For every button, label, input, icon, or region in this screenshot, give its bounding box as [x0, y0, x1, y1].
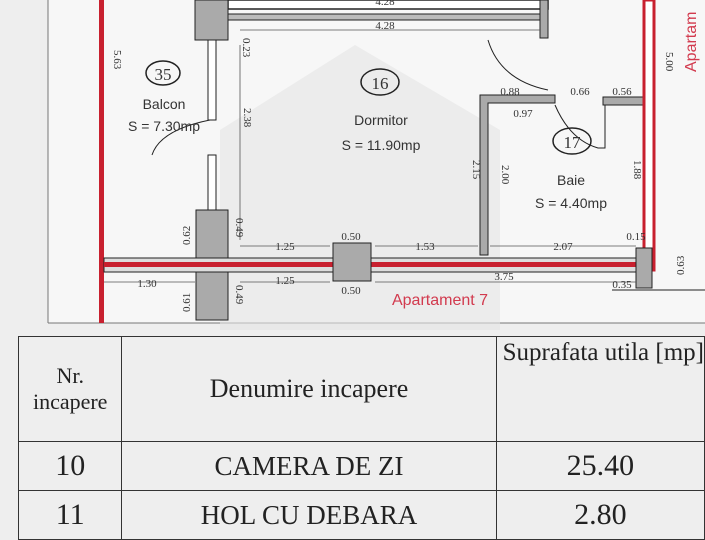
svg-text:Baie: Baie: [557, 172, 585, 188]
apartment-label-right: Apartam: [683, 12, 700, 72]
svg-text:1.25: 1.25: [275, 241, 295, 253]
svg-text:1.30: 1.30: [137, 278, 157, 290]
svg-text:0.88: 0.88: [500, 86, 520, 98]
svg-text:0.50: 0.50: [341, 231, 361, 243]
cell-name: CAMERA DE ZI: [121, 441, 497, 491]
dimension-labels: 4.28 4.28 0.23 5.63 2.38 0.88 0.66 0.56 …: [111, 0, 687, 312]
floor-plan: 35 Balcon S = 7.30mp 16 Dormitor S = 11.…: [47, 0, 705, 324]
svg-text:0.49: 0.49: [233, 218, 245, 238]
svg-text:2.38: 2.38: [241, 108, 253, 128]
svg-text:2.07: 2.07: [553, 241, 573, 253]
svg-text:1.53: 1.53: [415, 241, 435, 253]
svg-text:S = 7.30mp: S = 7.30mp: [128, 118, 200, 134]
wall-red-bottom: [104, 262, 649, 267]
wall-red-left: [99, 0, 104, 323]
header-nr: Nr. incapere: [17, 336, 123, 442]
svg-text:16: 16: [372, 74, 389, 93]
svg-text:0.66: 0.66: [570, 86, 590, 98]
svg-text:0.62: 0.62: [181, 226, 193, 245]
svg-text:0.35: 0.35: [612, 279, 632, 291]
apartment-label: Apartament 7: [392, 292, 488, 309]
svg-text:0.15: 0.15: [626, 231, 646, 243]
svg-text:0.23: 0.23: [240, 38, 252, 58]
svg-text:5.63: 5.63: [111, 50, 123, 70]
svg-text:0.56: 0.56: [612, 86, 632, 98]
svg-text:Balcon: Balcon: [143, 96, 186, 112]
svg-text:4.28: 4.28: [375, 0, 395, 8]
svg-text:35: 35: [155, 65, 172, 84]
room-table: Nr. incapere Denumire incapere Suprafata…: [17, 336, 705, 540]
svg-text:1.88: 1.88: [631, 160, 643, 180]
svg-text:0.63: 0.63: [675, 255, 687, 275]
table-header-row: Nr. incapere Denumire incapere Suprafata…: [17, 336, 705, 442]
svg-text:0.61: 0.61: [181, 293, 193, 312]
wall-column: [194, 0, 229, 41]
cell-area: 2.80: [495, 490, 705, 540]
svg-text:2.15: 2.15: [470, 160, 482, 180]
svg-text:0.50: 0.50: [341, 285, 361, 297]
svg-text:S = 4.40mp: S = 4.40mp: [535, 195, 607, 211]
svg-text:0.49: 0.49: [233, 285, 245, 305]
svg-text:5.00: 5.00: [663, 52, 675, 72]
cell-nr: 11: [17, 490, 123, 540]
cell-area: 25.40: [495, 441, 705, 491]
room-dormitor: 16 Dormitor S = 11.90mp: [342, 68, 421, 153]
header-area: Suprafata utila [mp]: [495, 336, 705, 442]
svg-text:Dormitor: Dormitor: [354, 112, 408, 128]
svg-text:1.25: 1.25: [275, 275, 295, 287]
room-balcon: 35 Balcon S = 7.30mp: [128, 60, 200, 134]
table-row: 11 HOL CU DEBARA 2.80: [17, 490, 705, 540]
svg-text:4.28: 4.28: [375, 20, 395, 32]
cell-nr: 10: [17, 441, 123, 491]
svg-text:3.75: 3.75: [494, 271, 514, 283]
cell-name: HOL CU DEBARA: [121, 490, 497, 540]
svg-text:2.00: 2.00: [499, 165, 511, 185]
svg-text:S = 11.90mp: S = 11.90mp: [342, 137, 421, 153]
room-baie: 17 Baie S = 4.40mp: [535, 127, 607, 211]
header-name: Denumire incapere: [121, 336, 497, 442]
svg-text:0.97: 0.97: [513, 108, 533, 120]
wall-red-right: [642, 0, 656, 272]
dimension-lines: [104, 29, 636, 283]
table-row: 10 CAMERA DE ZI 25.40: [17, 441, 705, 491]
svg-text:17: 17: [564, 133, 582, 152]
